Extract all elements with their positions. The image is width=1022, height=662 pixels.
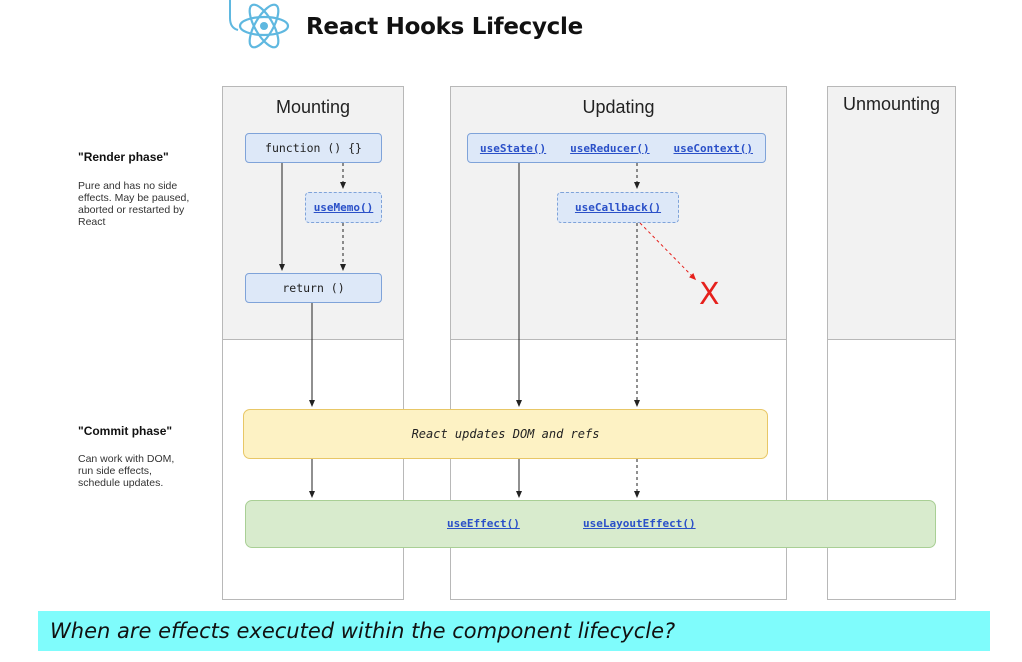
- commit-phase-description: Can work with DOM, run side effects, sch…: [78, 453, 175, 489]
- updating-column: [450, 86, 787, 600]
- react-logo-icon: [224, 0, 290, 52]
- mounting-title: Mounting: [275, 97, 351, 117]
- updating-title: Updating: [582, 97, 655, 117]
- caption: When are effects executed within the com…: [38, 611, 990, 651]
- unmounting-render-area: [827, 86, 955, 340]
- unmounting-title: Unmounting: [842, 94, 941, 114]
- page-title: React Hooks Lifecycle: [306, 14, 583, 40]
- render-phase-title: "Render phase": [78, 150, 169, 164]
- useeffect-link[interactable]: useEffect(): [447, 517, 520, 530]
- commit-phase-title: "Commit phase": [78, 424, 173, 438]
- usememo-node: useMemo(): [305, 192, 382, 223]
- usecallback-node: useCallback(): [557, 192, 679, 223]
- effects-bar: useEffect() useLayoutEffect(): [245, 500, 936, 548]
- phase-divider: [222, 339, 404, 340]
- usestate-link[interactable]: useState(): [479, 141, 547, 155]
- unmounting-column: [827, 86, 956, 600]
- uselayouteffect-link[interactable]: useLayoutEffect(): [583, 517, 696, 530]
- function-node: function () {}: [245, 133, 382, 163]
- return-node: return (): [245, 273, 382, 303]
- usememo-link[interactable]: useMemo(): [313, 201, 374, 214]
- usecallback-link[interactable]: useCallback(): [574, 201, 662, 214]
- usereducer-link[interactable]: useReducer(): [570, 141, 650, 155]
- phase-divider: [450, 339, 787, 340]
- phase-divider: [827, 339, 956, 340]
- usecontext-link[interactable]: useContext(): [673, 141, 753, 155]
- render-phase-description: Pure and has no side effects. May be pau…: [78, 180, 190, 228]
- mounting-column: [222, 86, 404, 600]
- cross-icon: X: [699, 277, 720, 312]
- hooks-node: useState() useReducer() useContext(): [467, 133, 766, 163]
- commit-bar: React updates DOM and refs: [243, 409, 768, 459]
